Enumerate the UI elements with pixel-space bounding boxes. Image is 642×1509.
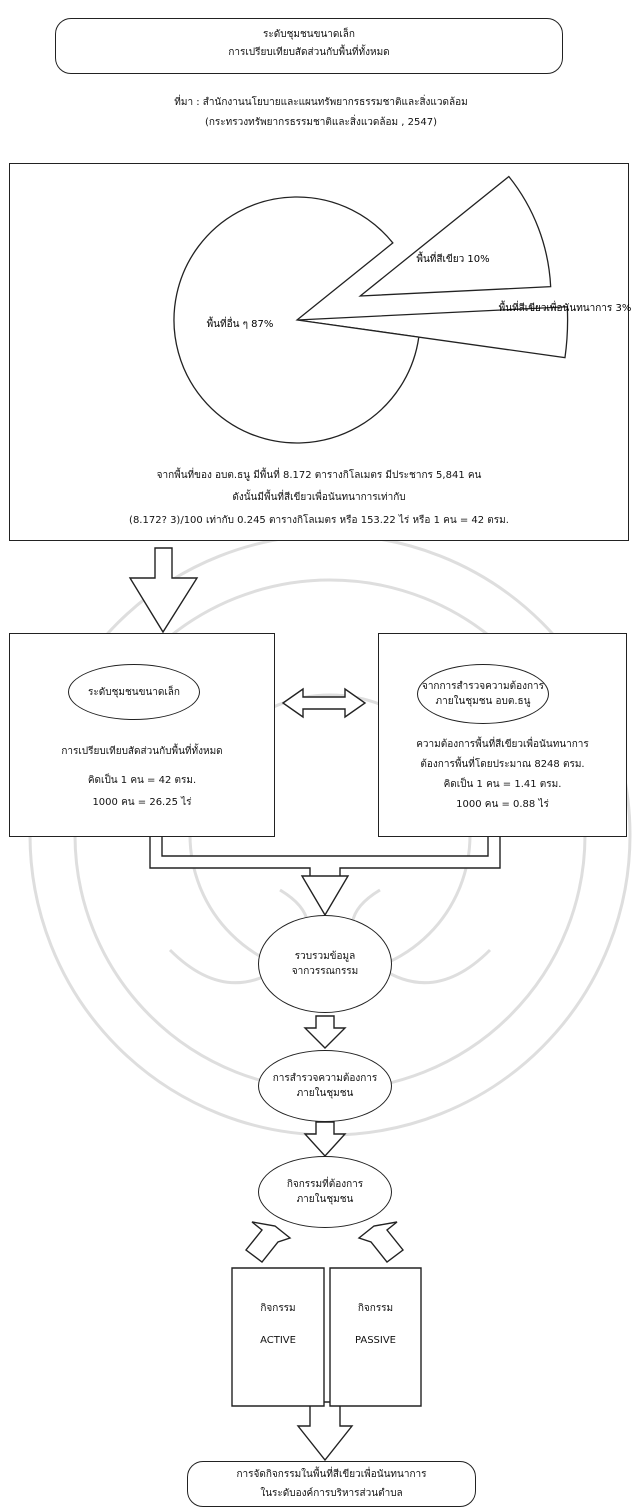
flow-step-activities: กิจกรรมที่ต้องการ ภายในชุมชน xyxy=(258,1156,392,1228)
step3-line2: ภายในชุมชน xyxy=(296,1194,354,1205)
down-left-arrow-icon xyxy=(245,1221,292,1263)
left-panel-line1: การเปรียบเทียบสัดส่วนกับพื้นที่ทั้งหมด xyxy=(61,746,223,757)
down-right-arrow-icon xyxy=(357,1221,404,1263)
header-title-line1: ระดับชุมชนขนาดเล็ก xyxy=(263,29,355,40)
right-panel-line4: 1000 คน = 0.88 ไร่ xyxy=(456,799,549,810)
pie-chart: พื้นที่อื่น ๆ 87% พื้นที่สีเขียว 10% พื้นท… xyxy=(173,175,632,444)
step1-line1: รวบรวมข้อมูล xyxy=(294,951,356,962)
left-ellipse-text: ระดับชุมชนขนาดเล็ก xyxy=(88,686,180,698)
source-line1: ที่มา : สำนักงานนโยบายและแผนทรัพยากรธรรม… xyxy=(174,97,468,108)
pie-label-other: พื้นที่อื่น ๆ 87% xyxy=(207,316,274,330)
final-line2: ในระดับองค์การบริหารส่วนตำบล xyxy=(260,1488,403,1499)
active-label: กิจกรรม xyxy=(260,1303,296,1314)
down-arrow-icon xyxy=(303,1015,347,1049)
right-panel-line3: คิดเป็น 1 คน = 1.41 ตรม. xyxy=(443,779,562,790)
summary-line2: ดังนั้นมีพื้นที่สีเขียวเพื่อนันทนาการเท่… xyxy=(232,492,406,503)
down-arrow-icon xyxy=(303,1121,347,1158)
summary-line1: จากพื้นที่ของ อบต.ธนู มีพื้นที่ 8.172 ตา… xyxy=(156,470,482,481)
right-panel-line2: ต้องการพื้นที่โดยประมาณ 8248 ตรม. xyxy=(420,759,585,770)
flow-step-survey: การสำรวจความต้องการ ภายในชุมชน xyxy=(258,1050,392,1122)
right-ellipse-line1: จากการสำรวจความต้องการ xyxy=(421,681,545,692)
pie-slice-green xyxy=(358,175,552,297)
down-arrow-icon xyxy=(300,875,350,917)
step2-line2: ภายในชุมชน xyxy=(296,1088,354,1099)
pie-label-green: พื้นที่สีเขียว 10% xyxy=(416,251,489,265)
pie-slice-other xyxy=(173,196,420,444)
final-box: การจัดกิจกรรมในพื้นที่สีเขียวเพื่อนันทนา… xyxy=(187,1461,476,1507)
source-line2: (กระทรวงทรัพยากรธรรมชาติและสิ่งแวดล้อม ,… xyxy=(204,117,438,128)
right-panel: จากการสำรวจความต้องการ ภายในชุมชน อบต.ธน… xyxy=(378,633,627,837)
flow-step-literature: รวบรวมข้อมูล จากวรรณกรรม xyxy=(258,915,392,1013)
down-arrow-icon xyxy=(296,1401,354,1462)
right-panel-ellipse: จากการสำรวจความต้องการ ภายในชุมชน อบต.ธน… xyxy=(417,664,549,724)
pie-slice-recreation xyxy=(296,306,569,359)
pie-label-recreation: พื้นที่สีเขียวเพื่อนันทนาการ 3% xyxy=(499,300,632,314)
active-value: ACTIVE xyxy=(260,1335,296,1346)
header-box: ระดับชุมชนขนาดเล็ก การเปรียบเทียบสัดส่วน… xyxy=(55,18,563,74)
header-title-line2: การเปรียบเทียบสัดส่วนกับพื้นที่ทั้งหมด xyxy=(228,47,390,58)
passive-label: กิจกรรม xyxy=(357,1303,394,1314)
step2-line1: การสำรวจความต้องการ xyxy=(272,1073,378,1084)
double-arrow-icon xyxy=(281,687,367,719)
right-panel-line1: ความต้องการพื้นที่สีเขียวเพื่อนันทนาการ xyxy=(416,739,589,750)
final-line1: การจัดกิจกรรมในพื้นที่สีเขียวเพื่อนันทนา… xyxy=(236,1469,427,1480)
left-panel-line2: คิดเป็น 1 คน = 42 ตรม. xyxy=(87,775,197,786)
left-panel-ellipse: ระดับชุมชนขนาดเล็ก xyxy=(68,664,200,720)
left-panel: ระดับชุมชนขนาดเล็ก การเปรียบเทียบสัดส่วน… xyxy=(9,633,275,837)
summary-line3: (8.172? 3)/100 เท่ากับ 0.245 ตารางกิโลเม… xyxy=(129,515,509,526)
step1-line2: จากวรรณกรรม xyxy=(291,966,359,977)
step3-line1: กิจกรรมที่ต้องการ xyxy=(286,1179,364,1190)
down-arrow-icon xyxy=(128,547,199,634)
right-ellipse-line2: ภายในชุมชน อบต.ธนู xyxy=(435,696,531,707)
passive-value: PASSIVE xyxy=(354,1335,397,1346)
left-panel-line3: 1000 คน = 26.25 ไร่ xyxy=(92,797,192,808)
